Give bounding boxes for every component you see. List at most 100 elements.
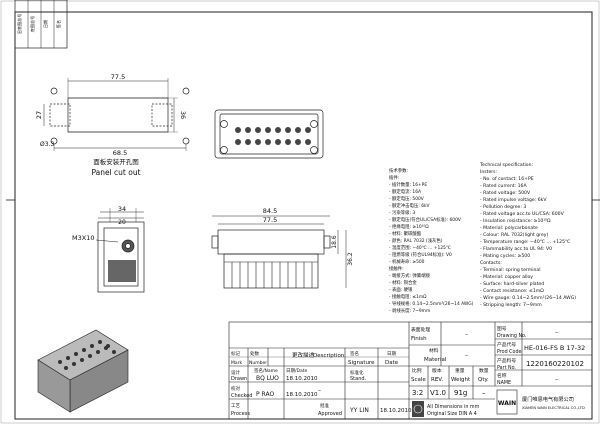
product-code-val: HE-016-FS B 17-32 — [524, 344, 585, 352]
sideview-dim-h2: 36.2 — [347, 252, 354, 266]
spec-en-line: - Rated current: 16A — [480, 183, 527, 189]
finish-val: – — [465, 331, 468, 338]
endview-thread-label: M3X10 — [72, 234, 94, 242]
stand-en: Stand. — [350, 376, 367, 382]
hdr-date-en: Date — [385, 360, 399, 366]
cutout-dim-bottom: 68.5 — [113, 149, 127, 157]
endview-dim-top: 34 — [118, 205, 126, 213]
spec-en-line: - Rated voltage: 500V — [480, 190, 531, 196]
spec-cn-line: - 插针数量: 16+PE — [389, 181, 427, 188]
title-fields: 表面处理 Finish – 材料 Material – 图号 Drawing N… — [411, 326, 585, 417]
approved-name: YY LIN — [349, 407, 369, 414]
spec-en-line: - Insulation resistance: ≥10¹⁰Ω — [480, 218, 551, 224]
weight-val: 91g — [454, 389, 467, 397]
corner-stamp: 旧底图总号 底图总号 日期 签名 — [14, 0, 68, 49]
cutout-dim-hole: Ø3.3 — [40, 141, 54, 148]
product-code-en: Prod Code — [497, 349, 522, 355]
spec-cn-line: - 表面: 硬银 — [389, 286, 413, 293]
spec-cn-line: - 温度范围: −40℃ … +125℃ — [389, 244, 451, 251]
spec-en-line: Technical specification: — [479, 162, 534, 168]
spec-cn-line: - 材料: 铜合金 — [389, 279, 417, 286]
spec-en-line: - Flammability acc.to UL 94: V0 — [480, 246, 552, 252]
part-no-en: Part No. — [497, 365, 516, 371]
part-no-cn: 产品料号 — [497, 357, 516, 364]
stand-val: – — [318, 387, 321, 394]
spec-cn-line: 接触件: — [389, 265, 404, 272]
hdr-date-cn: 日期 — [387, 351, 396, 357]
drawn-date: 18.10.2010 — [286, 376, 318, 382]
tolerance-note-2: Original Size DIN A 4 — [427, 411, 477, 417]
hdr-mark-en: Mark — [231, 360, 242, 366]
end-view — [97, 208, 145, 293]
spec-en-line: - Temperature range: −40℃ … +125℃ — [480, 239, 570, 245]
spec-cn-line: - 端接方式: 弹簧端接 — [389, 272, 431, 279]
hdr-sig-cn: 签名 — [350, 350, 359, 357]
spec-en-line: - Material: copper alloy — [480, 274, 533, 280]
spec-en-line: - Rated impulse voltage: 6kV — [480, 197, 547, 203]
side-view — [211, 215, 347, 289]
spec-en-line: - No. of contact: 16+PE — [480, 176, 534, 182]
spec-en-line: Insters: — [480, 169, 498, 175]
spec-en-line: - Colour: RAL 7032(light grey) — [480, 232, 548, 238]
spec-en-block: Technical specification: Insters: - No. … — [479, 162, 576, 308]
drawn-en: Drawn — [231, 376, 247, 382]
stamp-row-4: 签名 — [55, 20, 62, 28]
company-name-en: XIAMEN WAIN ELECTRICAL CO.,LTD — [522, 406, 585, 410]
material-val: – — [465, 352, 468, 359]
col-qty-cn: 数量 — [479, 367, 489, 374]
spec-cn-block: 技术参数: 插件: - 插针数量: 16+PE - 额定电流: 16A - 额定… — [389, 167, 474, 314]
cutout-caption-cn: 面板安装开孔图 — [93, 157, 139, 166]
approved-en: Approved — [318, 411, 342, 417]
stand-cn: 标准化 — [350, 369, 364, 376]
name-val: – — [555, 376, 558, 383]
stamp-row-1: 旧底图总号 — [16, 14, 23, 35]
spec-cn-line: 技术参数: — [389, 167, 408, 174]
checked-name: P RAO — [256, 391, 274, 398]
material-en: Material — [424, 357, 447, 363]
spec-cn-line: - 接触电阻: ≤1mΩ — [389, 293, 427, 300]
tolerance-note-1: All Dimensions in mm — [427, 404, 480, 410]
spec-en-line: - Pollution degree: 3 — [480, 204, 526, 210]
sideview-dim-top: 84.5 — [263, 207, 277, 215]
spec-cn-line: - 额定电压(符合UL/CSA标准): 600V — [389, 216, 461, 223]
sideview-dim-inner: 77.5 — [263, 216, 277, 224]
panel-cutout-view — [43, 78, 190, 151]
stamp-row-3: 日期 — [43, 20, 49, 28]
hdr-mark-cn: 标记 — [231, 350, 240, 357]
spec-cn-line: - 阻燃等级 (符合UL94标准): V0 — [389, 251, 452, 258]
drawn-cn: 设计 — [231, 369, 240, 376]
spec-en-line: - Rated voltage acc.to UL/CSA: 600V — [480, 211, 565, 217]
finish-en: Finish — [411, 336, 427, 342]
company-logo: WAIN — [496, 389, 518, 415]
hdr-count-cn: 处数 — [250, 350, 259, 357]
endview-dim-inner: 20 — [118, 219, 126, 226]
revision-area: 标记 Mark 处数 Number 更改描述 Description 签名 Si… — [231, 350, 412, 417]
checked-date: 18.10.2010 — [286, 392, 318, 398]
col-scale-cn: 比例 — [412, 367, 422, 374]
spec-cn-line: - 绝缘电阻: ≥10¹⁰Ω — [389, 223, 429, 230]
hdr-desc-en: Description — [313, 353, 345, 359]
drawing-no-val: – — [555, 329, 558, 336]
spec-cn-line: - 材料: 聚碳酸酯 — [389, 230, 422, 237]
spec-en-line: - Mating cycles: ≥500 — [480, 253, 530, 259]
isometric-view — [37, 329, 129, 413]
qty-val: – — [482, 389, 486, 397]
name-cn: 名称 — [497, 372, 507, 379]
scale-val: 3:2 — [412, 389, 423, 397]
spec-cn-line: - 额定冲击电压: 6kV — [389, 202, 430, 209]
hdr-sig-en: Signature — [348, 360, 375, 366]
name-date-hdr: 签名/Name — [254, 367, 278, 374]
product-code-cn: 产品代号 — [497, 341, 516, 348]
name-en: NAME — [497, 380, 511, 386]
cutout-dim-left: 27 — [35, 111, 43, 119]
spec-cn-line: - 导线规格: 0.14~2.5mm²(26~14 AWG) — [389, 300, 474, 307]
spec-en-line: - Stripping length: 7~9mm — [480, 302, 542, 308]
spec-en-line: - Surface: hard-silver plated — [480, 281, 544, 287]
sideview-dim-h1: 18.6 — [331, 235, 338, 249]
drawn-name: BQ LUO — [256, 375, 279, 382]
checked-en: Checked — [231, 393, 252, 399]
col-scale-en: Scale — [411, 377, 426, 383]
